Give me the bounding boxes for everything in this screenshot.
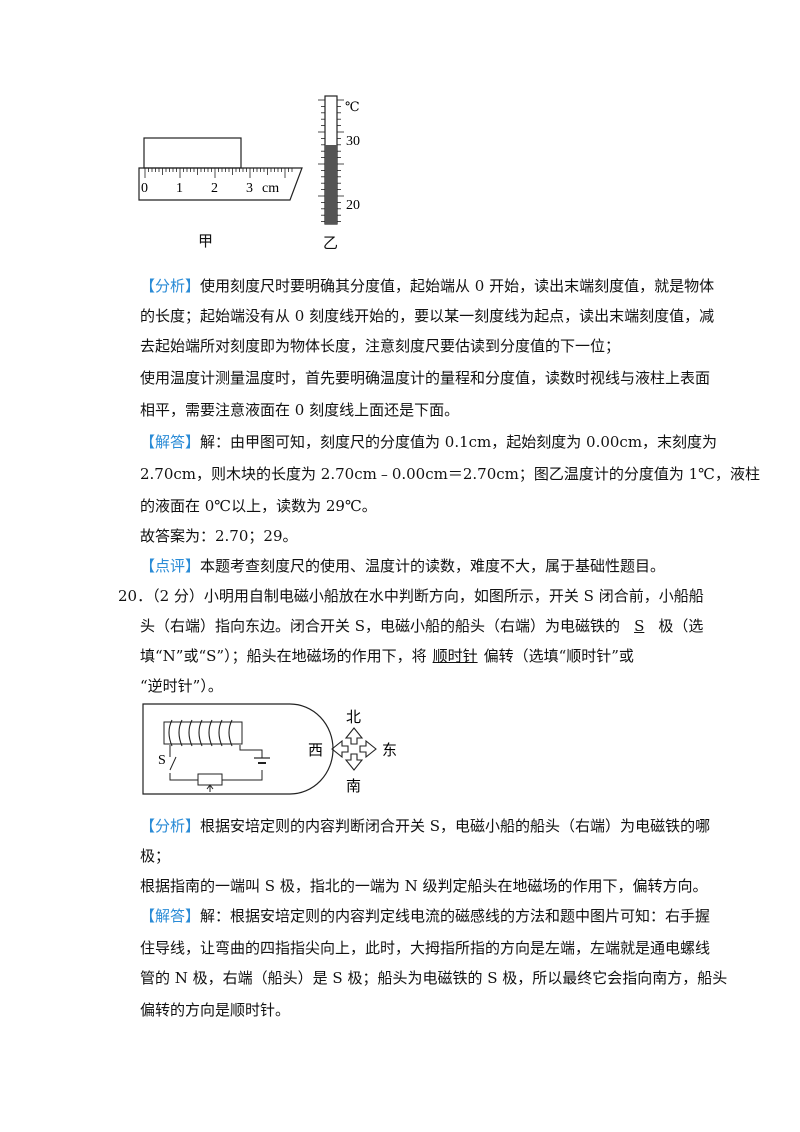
q19-analysis-line-4: 使用温度计测量温度时，首先要明确温度计的量程和分度值，读数时视线与液柱上表面: [140, 369, 711, 387]
ruler-tick-3: 3: [246, 181, 253, 196]
q19-analysis-line-1: 【分析】使用刻度尺时要明确其分度值，起始端从 0 开始，读出末端刻度值，就是物体: [140, 277, 715, 295]
ruler-tick-0: 0: [141, 181, 148, 196]
boat-hull: [142, 703, 334, 795]
q20-analysis-line-1: 【分析】根据安培定则的内容判断闭合开关 S，电磁小船的船头（右端）为电磁铁的哪: [140, 817, 711, 835]
ruler-ticks: [144, 168, 293, 178]
q20-analysis-line-3: 根据指南的一端叫 S 极，指北的一端为 N 级判定船头在地磁场的作用下，偏转方向…: [140, 877, 708, 895]
compass-east: 东: [382, 742, 397, 759]
q19-analysis-line-3: 去起始端所对刻度即为物体长度，注意刻度尺要估读到分度值的下一位；: [140, 337, 621, 355]
switch-label: S: [158, 753, 166, 768]
ruler-tick-2: 2: [211, 181, 218, 196]
rheostat-slider: [206, 784, 214, 792]
q19-analysis-line-2: 的长度；起始端没有从 0 刻度线开始的，要以某一刻度线为起点，读出末端刻度值，减: [140, 307, 715, 325]
analysis-tag: 【分析】: [140, 817, 201, 835]
thermometer-tick-20: 20: [346, 198, 360, 213]
compass-south: 南: [346, 778, 361, 795]
q20-solution-line-3: 管的 N 极，右端（船头）是 S 极；船头为电磁铁的 S 极，所以最终它会指向南…: [140, 969, 728, 987]
ruler-unit: cm: [262, 181, 279, 196]
compass-north: 北: [346, 709, 361, 726]
comment-tag: 【点评】: [140, 557, 201, 575]
thermometer-liquid: [325, 145, 337, 224]
figure-label-yi: 乙: [323, 234, 339, 252]
solution-tag: 【解答】: [140, 433, 201, 451]
q20-question-line-1: 20．（2 分）小明用自制电磁小船放在水中判断方向，如图所示，开关 S 闭合前，…: [118, 587, 704, 605]
circuit-wires: [169, 745, 263, 781]
q19-solution-line-1: 【解答】解：由甲图可知，刻度尺的分度值为 0.1cm，起始刻度为 0.00cm，…: [140, 433, 718, 451]
q20-question-line-3: 填“N”或“S”）；船头在地磁场的作用下，将顺时针偏转（选填“顺时针”或: [140, 647, 634, 665]
q19-analysis-line-5: 相平，需要注意液面在 0 刻度线上面还是下面。: [140, 401, 460, 419]
answer-blank-1: S: [634, 617, 645, 635]
q20-analysis-line-2: 极；: [140, 847, 171, 865]
q19-comment-line: 【点评】本题考查刻度尺的使用、温度计的读数，难度不大，属于基础性题目。: [140, 557, 666, 575]
solenoid-coil: [168, 719, 233, 747]
q20-solution-line-4: 偏转的方向是顺时针。: [140, 1001, 291, 1019]
ruler-body: [138, 167, 303, 201]
q20-solution-line-1: 【解答】解：根据安培定则的内容判定线电流的磁感线的方法和题中图片可知：右手握: [140, 907, 711, 925]
ruler-figure: 0 1 2 3 cm ℃ 30 20: [138, 95, 360, 225]
q19-solution-line-2: 2.70cm，则木块的长度为 2.70cm﹣0.00cm＝2.70cm；图乙温度…: [140, 465, 760, 483]
thermometer-ticks: [318, 99, 344, 223]
ruler-tick-1: 1: [176, 181, 183, 196]
thermometer-tick-30: 30: [346, 134, 360, 149]
q20-question-line-4: “逆时针”）。: [140, 677, 223, 695]
solenoid-core: [163, 721, 243, 745]
compass-arrows-icon: [331, 727, 377, 771]
q20-solution-line-2: 住导线，让弯曲的四指指尖向上，此时，大拇指所指的方向是左端，左端就是通电螺线: [140, 939, 711, 957]
figure-label-jia: 甲: [198, 232, 214, 250]
solution-tag: 【解答】: [140, 907, 201, 925]
thermometer-unit: ℃: [345, 99, 360, 114]
q19-answer-line: 故答案为：2.70；29。: [140, 527, 298, 545]
analysis-tag: 【分析】: [140, 277, 201, 295]
rheostat: [197, 773, 223, 786]
q19-solution-line-3: 的液面在 0℃以上，读数为 29℃。: [140, 497, 377, 515]
answer-blank-2: 顺时针: [432, 647, 478, 665]
compass-west: 西: [308, 743, 323, 759]
